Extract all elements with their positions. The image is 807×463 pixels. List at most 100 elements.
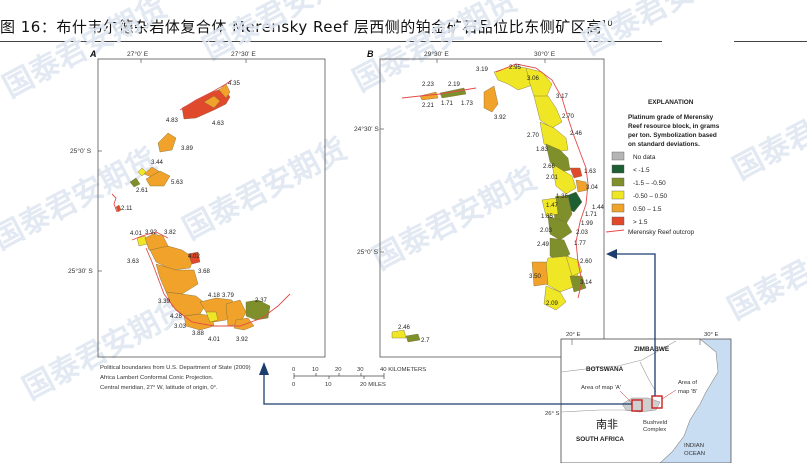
inset-ocean-label: OCEAN (684, 451, 705, 457)
panel-a-label: A (89, 49, 97, 59)
scale-km-tick: 40 KILOMETERS (380, 367, 426, 373)
grade-label: 4.01 (130, 230, 142, 237)
grade-label: 2.70 (562, 113, 574, 120)
grade-label: 3.03 (174, 323, 186, 330)
resource-block (547, 215, 573, 241)
grade-label: 2.60 (580, 258, 592, 265)
title-rule (0, 41, 807, 42)
legend-description: Reef resource block, in grams (628, 123, 720, 130)
legend-outcrop-line (605, 229, 625, 233)
arrowhead-panel-a (259, 362, 269, 375)
grade-label: 2.7 (421, 337, 430, 344)
inset-map: 20° E 30° E 26° S ZIMBABWE BOTSWANA SOUT… (545, 332, 732, 463)
legend-class-label: No data (633, 154, 656, 161)
legend-swatch (611, 177, 625, 187)
inset-ocean-label: INDIAN (684, 443, 704, 449)
grade-label: 2.11 (121, 205, 133, 212)
resource-block (543, 285, 567, 311)
legend-description: per ton. Symbolization based (628, 132, 717, 139)
inset-area-b-box (651, 395, 663, 409)
resource-block (137, 167, 147, 177)
inset-leader-lines (619, 389, 677, 404)
grade-label: 2.09 (546, 300, 558, 307)
legend-outcrop-label: Merensky Reef outcrop (628, 229, 695, 236)
panel-a-resource-blocks (115, 83, 271, 331)
panel-a-grades: 4.35 4.83 4.63 3.89 3.44 5.63 2.61 2.11 … (121, 80, 267, 343)
resource-block (245, 299, 271, 321)
source-note: Africa Lambert Conformal Conic Projectio… (100, 375, 214, 381)
grade-label: 3.88 (192, 330, 204, 337)
grade-label: 3.17 (556, 93, 568, 100)
grade-label: 4.01 (208, 336, 220, 343)
panel-b-label: B (367, 49, 374, 59)
resource-block (203, 95, 221, 109)
resource-block (391, 329, 407, 339)
grade-label: 3.92 (145, 229, 157, 236)
grade-label: 2.66 (543, 163, 555, 170)
figure-title: 图 16：布什韦尔德杂岩体复合体 Merensky Reef 层西侧的铂金矿石品… (0, 18, 613, 36)
grade-label: 3.68 (198, 268, 210, 275)
inset-lat-tick: 26° S (545, 411, 560, 417)
grade-label: 3.92 (236, 336, 248, 343)
grade-label: 2.03 (576, 229, 588, 236)
title-rule-gap (662, 40, 734, 43)
legend-class-label: > 1.5 (633, 219, 648, 226)
legend-swatch (611, 164, 625, 174)
grade-label: 2.03 (540, 227, 552, 234)
grade-label: 2.46 (570, 130, 582, 137)
panel-b: B 29°30' E 30°0' E 24°30' S 25°0' S (354, 49, 720, 358)
grade-label: 2.19 (448, 81, 460, 88)
inset-area-b-label: map 'B' (678, 389, 697, 395)
legend-description: Platinum grade of Merensky (628, 114, 714, 121)
panel-b-ticks (380, 59, 546, 253)
grade-label: 1.36 (556, 193, 568, 200)
scale-km-tick: 0 (292, 367, 296, 373)
grade-label: 2.23 (422, 81, 434, 88)
title-footnote-ref: 10 (601, 19, 613, 28)
grade-label: 1.73 (461, 100, 473, 107)
panel-b-grades: 2.23 2.19 3.19 2.95 3.06 2.21 1.71 1.73 … (398, 64, 604, 344)
watermark-text: 国泰君安期货 (722, 212, 807, 327)
grade-label: 1.44 (592, 204, 604, 211)
grade-label: 2.46 (398, 324, 410, 331)
inset-complex-label: Complex (643, 427, 666, 433)
panel-b-x-tick: 30°0' E (534, 50, 556, 58)
resource-block (218, 83, 231, 99)
watermark-text: 国泰君安期货 (347, 0, 522, 99)
panel-b-y-tick: 24°30' S (354, 125, 379, 133)
panel-b-outcrop (401, 63, 589, 299)
panel-a-outcrop (111, 79, 291, 327)
grade-label: 5.63 (171, 179, 183, 186)
grade-label: 1.83 (536, 146, 548, 153)
resource-block (533, 95, 563, 129)
watermark-text: 国泰君安期货 (727, 72, 807, 187)
scale-km-tick: 20 (335, 367, 342, 373)
inset-area-b-label: Area of (678, 380, 697, 386)
connector-arrows (263, 253, 656, 405)
grade-label: 3.50 (529, 273, 541, 280)
resource-block (233, 317, 255, 331)
scale-bar: 0 10 20 30 40 KILOMETERS 0 10 20 MILES (292, 367, 426, 388)
grade-label: 3.89 (181, 145, 193, 152)
scale-mile-tick: 20 MILES (360, 382, 386, 388)
grade-label: 2.61 (136, 187, 148, 194)
legend: EXPLANATION Platinum grade of Merensky R… (605, 99, 720, 236)
legend-heading: EXPLANATION (648, 99, 694, 106)
inset-area-a-label: Area of map 'A' (581, 385, 621, 391)
panel-b-x-tick: 29°30' E (424, 50, 449, 58)
grade-label: 2.01 (546, 174, 558, 181)
inset-area-a-box (631, 399, 643, 412)
resource-block (205, 311, 219, 323)
resource-block (129, 177, 141, 188)
resource-block (531, 261, 549, 287)
grade-label: 2.70 (527, 132, 539, 139)
inset-frame (560, 338, 732, 463)
source-note: Central meridian, 27° W, latitude of ori… (100, 385, 218, 391)
inset-lon-tick: 30° E (704, 332, 719, 338)
resource-block (541, 197, 559, 217)
grade-label: 2.49 (537, 241, 549, 248)
resource-block (483, 85, 499, 113)
inset-country-label: ZIMBABWE (634, 346, 670, 353)
resource-block (145, 170, 171, 187)
